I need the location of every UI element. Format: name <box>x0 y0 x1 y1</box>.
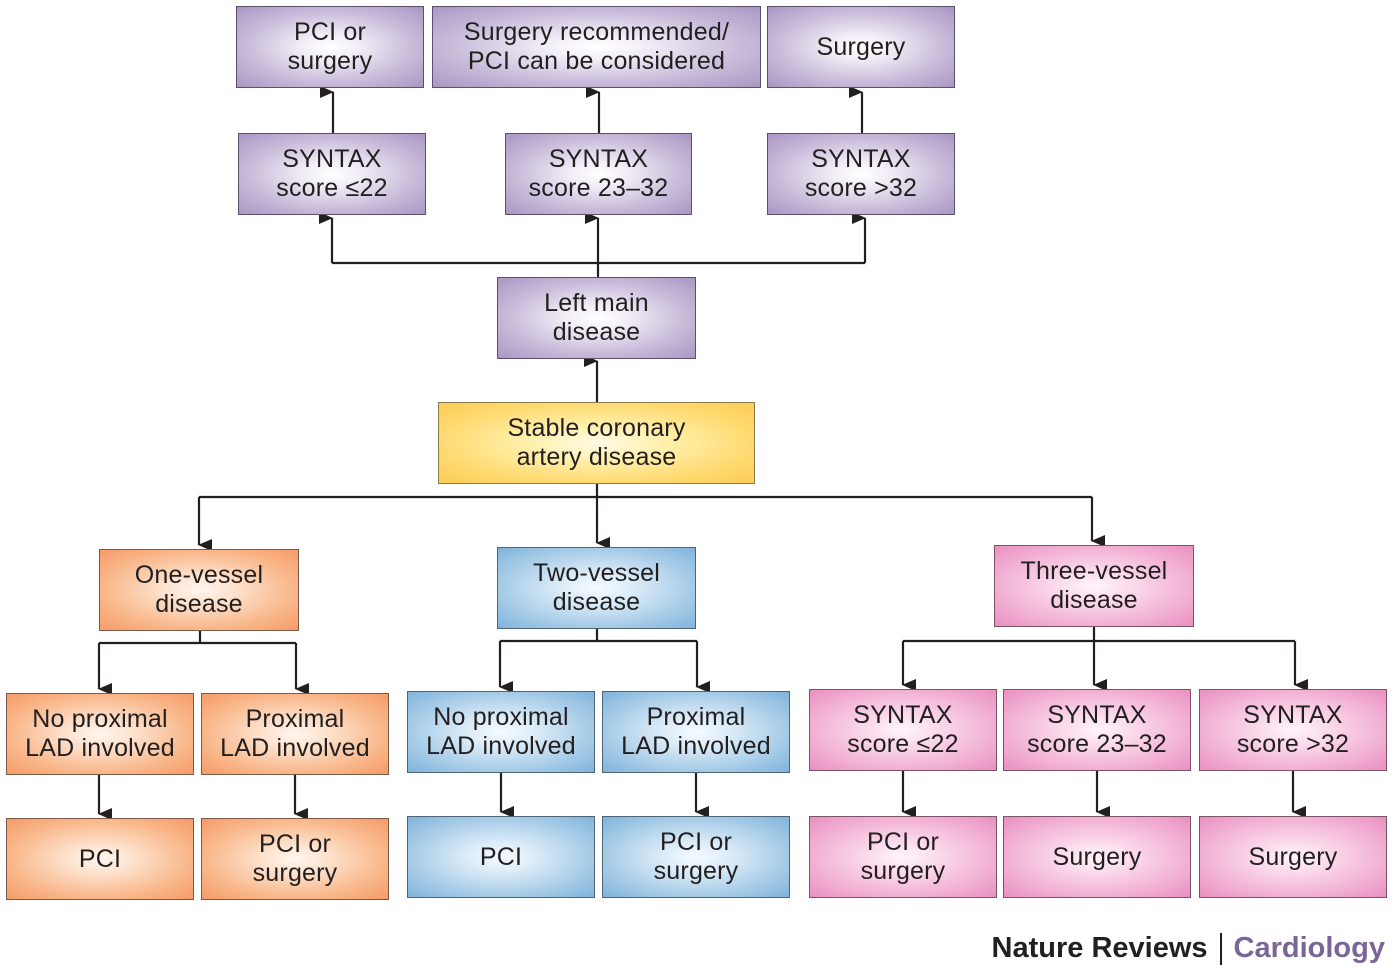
node-label: SYNTAX score 23–32 <box>1027 701 1167 758</box>
journal-name: Cardiology <box>1233 932 1385 964</box>
publisher-name: Nature Reviews <box>991 932 1208 964</box>
node-label: SYNTAX score ≤22 <box>847 701 959 758</box>
node-lm-outcome-mid: Surgery recommended/ PCI can be consider… <box>432 6 761 88</box>
node-one-proximal-lad: Proximal LAD involved <box>201 693 389 775</box>
node-two-vessel-disease: Two-vessel disease <box>497 547 696 629</box>
node-three-syntax-mid: SYNTAX score 23–32 <box>1003 689 1191 771</box>
node-three-syntax-low: SYNTAX score ≤22 <box>809 689 997 771</box>
node-label: Two-vessel disease <box>532 559 661 616</box>
journal-brand: Nature Reviews Cardiology <box>992 932 1385 965</box>
node-label: SYNTAX score >32 <box>1236 701 1350 758</box>
node-lm-outcome-low: PCI or surgery <box>236 6 424 88</box>
node-one-no-proximal-lad: No proximal LAD involved <box>6 693 194 775</box>
node-label: Three-vessel disease <box>1020 557 1168 614</box>
node-label: SYNTAX score 23–32 <box>528 145 669 202</box>
node-label: Surgery <box>816 32 906 61</box>
node-two-lad-outcome: PCI or surgery <box>602 816 790 898</box>
node-three-outcome-low: PCI or surgery <box>809 816 997 898</box>
node-two-no-lad-outcome: PCI <box>407 816 595 898</box>
node-label: Proximal LAD involved <box>220 705 370 762</box>
node-label: Stable coronary artery disease <box>507 414 686 471</box>
node-label: PCI <box>479 842 523 871</box>
node-label: PCI or surgery <box>252 830 338 887</box>
node-label: Left main disease <box>544 289 649 346</box>
node-lm-outcome-high: Surgery <box>767 6 955 88</box>
node-label: PCI or surgery <box>287 18 373 75</box>
node-stable-cad: Stable coronary artery disease <box>438 402 755 484</box>
node-label: Proximal LAD involved <box>621 703 771 760</box>
node-label: PCI or surgery <box>653 828 739 885</box>
node-label: PCI or surgery <box>860 828 946 885</box>
node-label: Surgery <box>1052 842 1142 871</box>
node-label: SYNTAX score ≤22 <box>276 145 388 202</box>
node-lm-syntax-low: SYNTAX score ≤22 <box>238 133 426 215</box>
node-lm-syntax-high: SYNTAX score >32 <box>767 133 955 215</box>
node-three-syntax-high: SYNTAX score >32 <box>1199 689 1387 771</box>
brand-divider <box>1219 932 1222 965</box>
node-one-lad-outcome: PCI or surgery <box>201 818 389 900</box>
node-label: Surgery <box>1248 842 1338 871</box>
node-label: SYNTAX score >32 <box>804 145 918 202</box>
node-two-no-proximal-lad: No proximal LAD involved <box>407 691 595 773</box>
node-left-main-disease: Left main disease <box>497 277 696 359</box>
node-label: Surgery recommended/ PCI can be consider… <box>463 18 730 75</box>
node-three-outcome-high: Surgery <box>1199 816 1387 898</box>
node-one-vessel-disease: One-vessel disease <box>99 549 299 631</box>
node-label: No proximal LAD involved <box>426 703 576 760</box>
node-label: No proximal LAD involved <box>25 705 175 762</box>
node-label: PCI <box>78 844 122 873</box>
node-three-vessel-disease: Three-vessel disease <box>994 545 1194 627</box>
node-one-no-lad-outcome: PCI <box>6 818 194 900</box>
node-three-outcome-mid: Surgery <box>1003 816 1191 898</box>
node-lm-syntax-mid: SYNTAX score 23–32 <box>505 133 692 215</box>
node-label: One-vessel disease <box>134 561 264 618</box>
node-two-proximal-lad: Proximal LAD involved <box>602 691 790 773</box>
